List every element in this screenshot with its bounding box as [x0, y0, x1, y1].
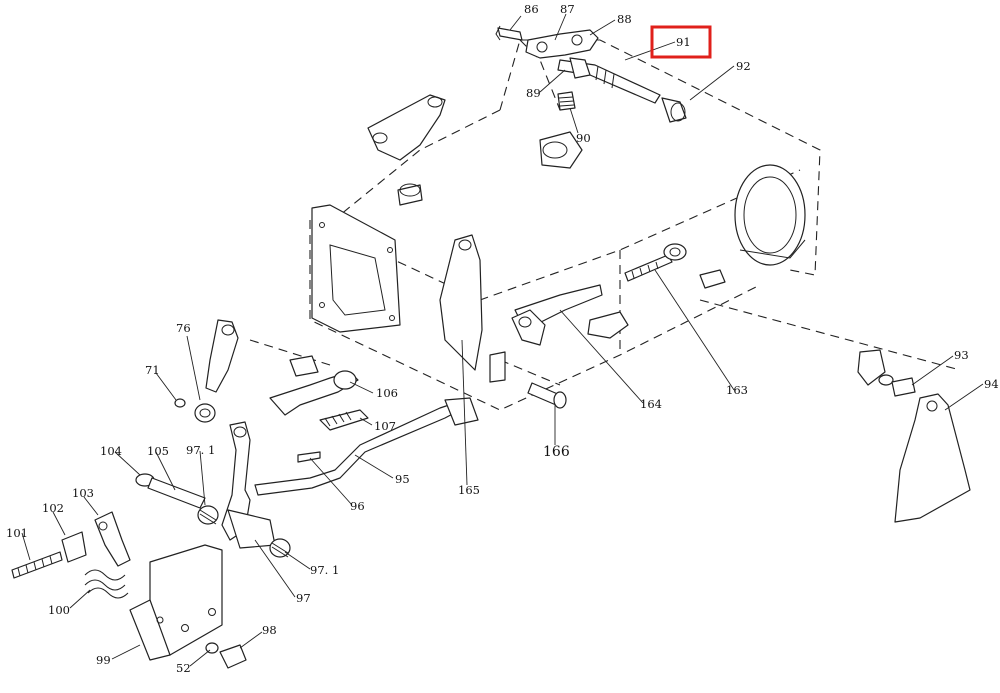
- callout-103: 103: [72, 486, 94, 500]
- callout-labels: 86 87 88 91 92 89 90 106 107 76 71 104 1…: [6, 2, 999, 675]
- callout-166: 166: [543, 444, 570, 460]
- callout-87: 87: [560, 2, 575, 16]
- top-shaft-assembly: [495, 25, 687, 123]
- right-parts: [891, 377, 971, 523]
- callout-98: 98: [262, 623, 277, 637]
- callout-76: 76: [176, 321, 191, 335]
- callout-94: 94: [984, 377, 999, 391]
- callout-106: 106: [376, 386, 398, 400]
- callout-89: 89: [526, 86, 541, 100]
- bracket-assembly: [11, 511, 247, 669]
- callout-165: 165: [458, 483, 480, 497]
- middle-parts: [135, 319, 369, 509]
- callout-100: 100: [48, 603, 70, 617]
- callout-71: 71: [145, 363, 160, 377]
- callout-107: 107: [374, 419, 396, 433]
- callout-96: 96: [350, 499, 365, 513]
- callout-164: 164: [640, 397, 662, 411]
- callout-88: 88: [617, 12, 632, 26]
- leader-lines: [21, 13, 984, 667]
- callout-163: 163: [726, 383, 748, 397]
- callout-97-1-upper: 97. 1: [186, 443, 215, 457]
- callout-90: 90: [576, 131, 591, 145]
- callout-104: 104: [100, 444, 122, 458]
- callout-92: 92: [736, 59, 751, 73]
- callout-97-1-lower: 97. 1: [310, 563, 339, 577]
- lever-165-assembly: [439, 234, 629, 409]
- housing-outline: [249, 39, 961, 411]
- callout-93: 93: [954, 348, 969, 362]
- callout-95: 95: [395, 472, 410, 486]
- callout-101: 101: [6, 526, 28, 540]
- callout-86: 86: [524, 2, 539, 16]
- housing-features: [311, 94, 894, 386]
- callout-91: 91: [676, 35, 691, 49]
- lever-rod-assembly: [197, 397, 479, 558]
- callout-105: 105: [147, 444, 169, 458]
- callout-97: 97: [296, 591, 311, 605]
- callout-52: 52: [176, 661, 191, 675]
- callout-99: 99: [96, 653, 111, 667]
- highlight-box-91: [650, 25, 712, 59]
- callout-102: 102: [42, 501, 64, 515]
